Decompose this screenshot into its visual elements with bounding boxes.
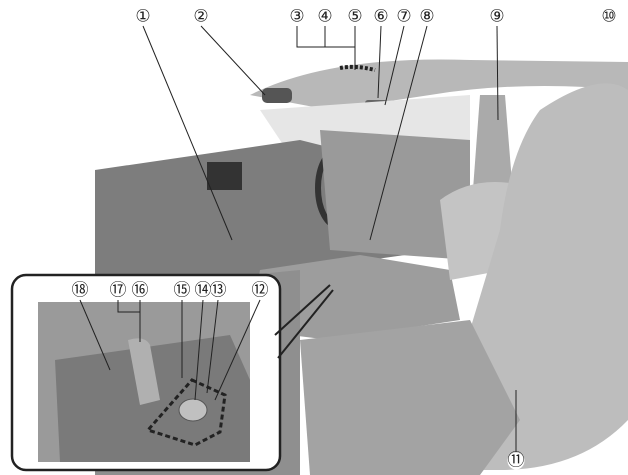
callout-8: ⑧ <box>419 6 435 27</box>
callout-18: ⑱ <box>71 280 89 301</box>
callout-10: ⑩ <box>601 6 617 27</box>
callout-12: ⑫ <box>251 280 269 301</box>
callout-17: ⑰ <box>109 280 127 301</box>
callout-9: ⑨ <box>489 6 505 27</box>
callout-7: ⑦ <box>396 6 412 27</box>
inset-leader-lines <box>79 299 261 401</box>
center-display <box>207 162 242 190</box>
commander-switch-area <box>145 378 227 447</box>
seat-cushion <box>300 320 520 475</box>
shift-lever <box>128 338 160 405</box>
callout-2: ② <box>193 6 209 27</box>
leader-lines <box>142 25 517 452</box>
callout-1: ① <box>135 6 151 27</box>
door-panel <box>320 130 470 260</box>
callout-13: ⑬ <box>209 280 227 301</box>
center-console <box>250 255 460 340</box>
commander-knob <box>178 398 208 422</box>
rearview-mirror <box>262 88 292 103</box>
callout-4: ④ <box>317 6 333 27</box>
callout-15: ⑮ <box>173 280 191 301</box>
callout-11: ⑪ <box>507 450 525 471</box>
callout-3: ③ <box>289 6 305 27</box>
inset-pointer <box>274 284 334 359</box>
callout-16: ⑯ <box>131 280 149 301</box>
callout-5: ⑤ <box>347 6 363 27</box>
callout-14: ⑭ <box>194 280 212 301</box>
sunroof-switch-marker <box>339 64 376 72</box>
headliner <box>250 59 628 110</box>
callout-6: ⑥ <box>373 6 389 27</box>
